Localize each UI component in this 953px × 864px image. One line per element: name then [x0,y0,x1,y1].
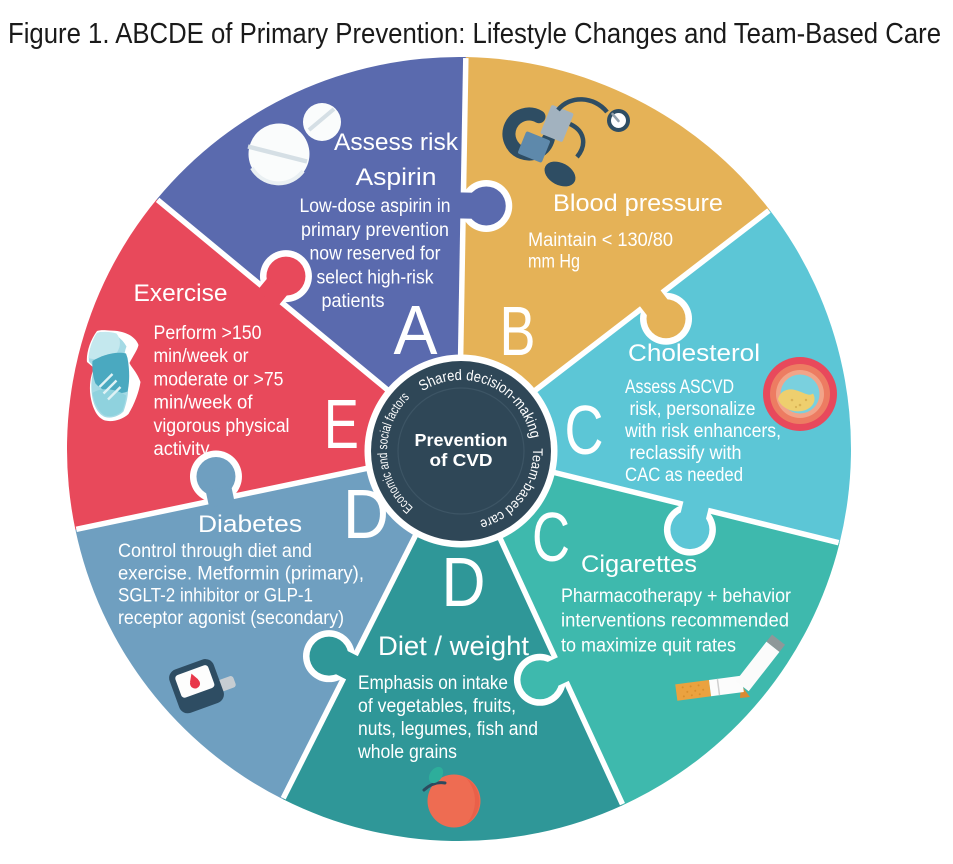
svg-text:reclassify with: reclassify with [630,443,742,464]
svg-text:primary prevention: primary prevention [301,220,449,241]
svg-text:with risk enhancers,: with risk enhancers, [624,421,781,442]
svg-text:C: C [565,391,604,469]
svg-text:of vegetables, fruits,: of vegetables, fruits, [358,696,516,717]
svg-text:moderate or >75: moderate or >75 [154,369,284,390]
svg-text:Prevention: Prevention [415,430,508,450]
svg-text:SGLT-2 inhibitor or GLP-1: SGLT-2 inhibitor or GLP-1 [118,586,313,607]
svg-text:interventions recommended: interventions recommended [561,611,789,632]
svg-text:of CVD: of CVD [430,450,493,470]
svg-text:Low-dose aspirin in: Low-dose aspirin in [300,196,451,217]
svg-text:vigorous physical: vigorous physical [154,416,290,437]
svg-text:exercise. Metformin (primary): exercise. Metformin (primary), [118,563,364,584]
svg-text:now reserved for: now reserved for [310,244,442,265]
svg-text:whole grains: whole grains [357,742,457,763]
svg-text:risk, personalize: risk, personalize [630,399,756,420]
svg-text:Diet / weight: Diet / weight [378,631,529,661]
svg-text:mm Hg: mm Hg [528,252,580,273]
svg-text:A: A [394,291,438,369]
svg-text:Cholesterol: Cholesterol [628,340,760,367]
svg-text:Aspirin: Aspirin [356,164,437,191]
svg-text:Cigarettes: Cigarettes [581,551,697,578]
svg-text:E: E [324,385,359,463]
svg-text:min/week or: min/week or [154,346,250,367]
svg-text:min/week of: min/week of [154,393,254,414]
svg-text:Perform >150: Perform >150 [154,323,262,344]
svg-text:activity: activity [154,439,210,460]
svg-text:D: D [442,543,486,621]
svg-text:CAC as needed: CAC as needed [625,465,743,486]
svg-text:to maximize quit rates: to maximize quit rates [561,635,736,656]
svg-text:Exercise: Exercise [134,280,228,307]
svg-text:C: C [532,498,570,576]
svg-text:B: B [500,292,536,370]
svg-text:Figure 1. ABCDE of Primary Pre: Figure 1. ABCDE of Primary Prevention: L… [8,18,941,50]
svg-text:receptor agonist (secondary): receptor agonist (secondary) [118,608,344,629]
svg-text:Control through diet and: Control through diet and [118,541,312,562]
svg-text:nuts, legumes, fish and: nuts, legumes, fish and [358,719,538,740]
svg-text:select high-risk: select high-risk [317,267,434,288]
svg-text:Maintain < 130/80: Maintain < 130/80 [528,230,673,251]
svg-text:Pharmacotherapy + behavior: Pharmacotherapy + behavior [561,586,792,607]
svg-text:Diabetes: Diabetes [198,511,302,538]
svg-text:Assess ASCVD: Assess ASCVD [625,377,734,398]
svg-text:Assess risk: Assess risk [334,129,459,156]
svg-text:patients: patients [322,291,385,312]
svg-text:D: D [343,475,389,553]
svg-text:Blood pressure: Blood pressure [553,190,723,217]
svg-text:Emphasis on intake: Emphasis on intake [358,673,508,694]
